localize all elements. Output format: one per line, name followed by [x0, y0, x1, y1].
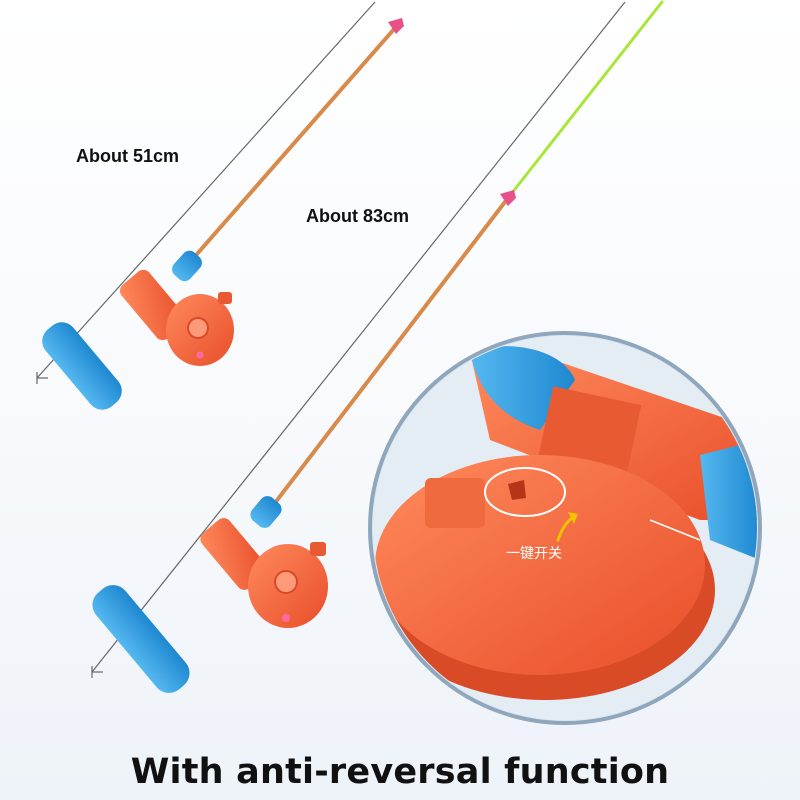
zoom-detail	[368, 331, 762, 725]
short-rod-length-label: About 51cm	[76, 146, 180, 166]
long-rod-length-label: About 83cm	[306, 206, 410, 226]
long-fishing-rod	[92, 0, 664, 693]
caption: With anti-reversal function	[130, 752, 670, 792]
measure-line-icon	[36, 1, 626, 678]
switch-note-label: 一键开关	[506, 546, 562, 562]
short-fishing-rod	[42, 18, 404, 410]
